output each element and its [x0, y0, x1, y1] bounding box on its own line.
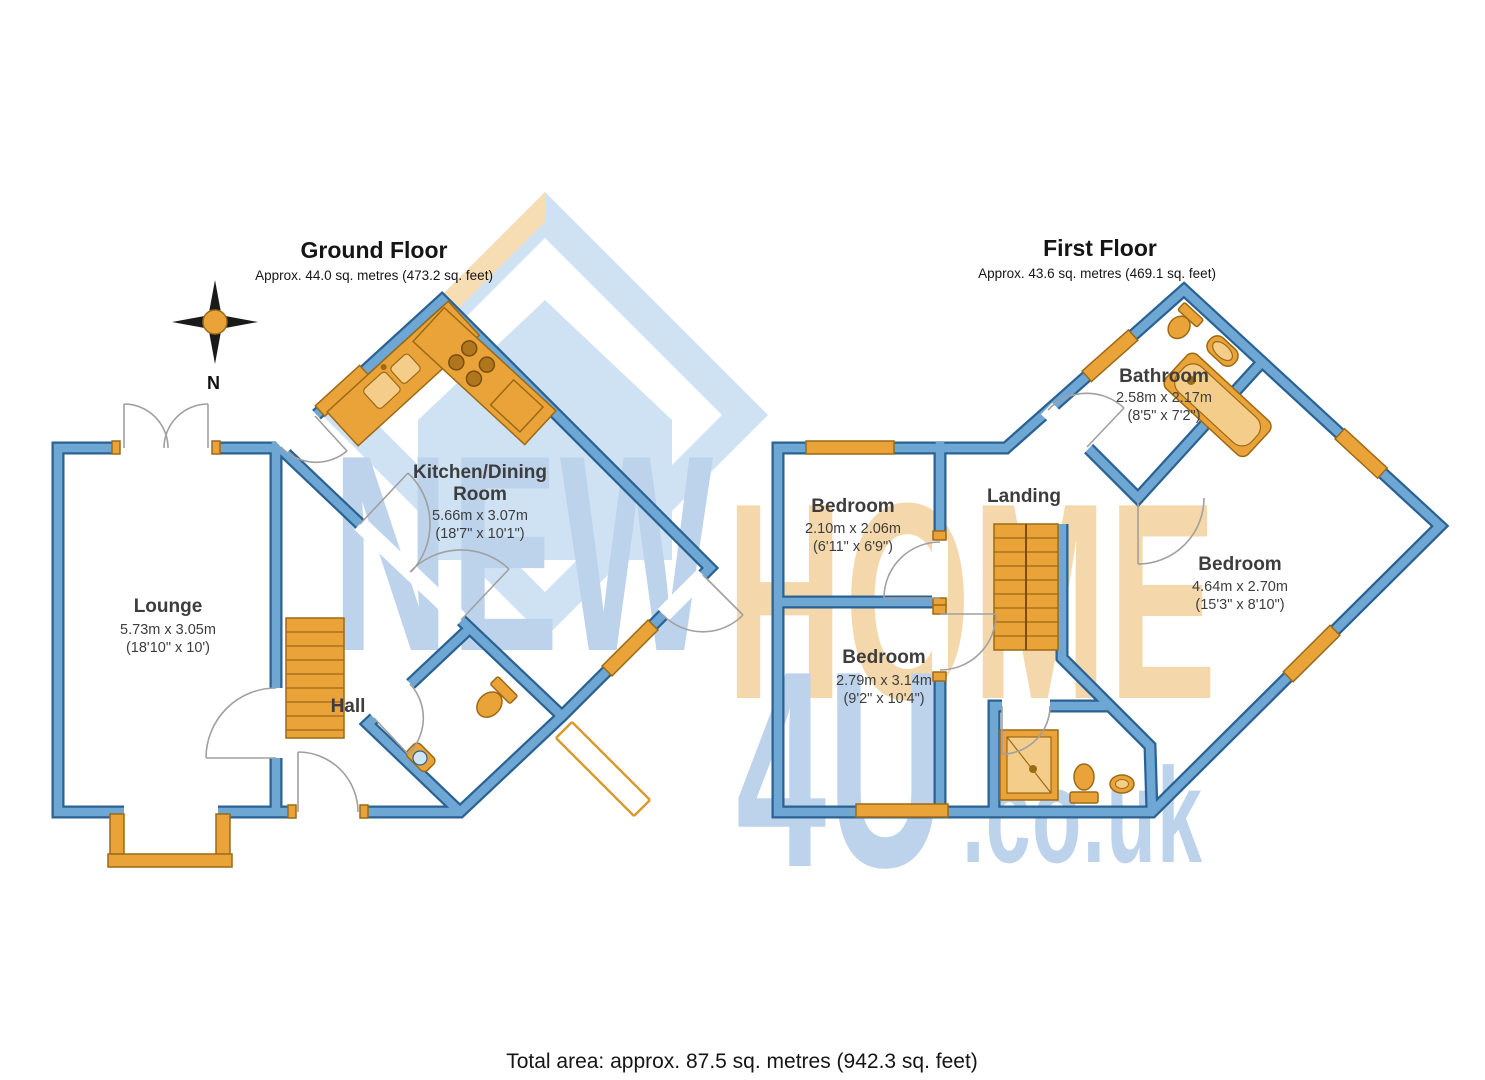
hob-icon: [478, 356, 496, 373]
bedroom-mid-dims-metric: 2.79m x 3.14m: [836, 673, 932, 689]
first-floor-subtitle: Approx. 43.6 sq. metres (469.1 sq. feet): [978, 266, 1216, 281]
ground-door-swings: [123, 403, 744, 813]
window-icon: [1333, 427, 1389, 480]
window-icon: [1081, 328, 1139, 383]
bay-window: [107, 813, 233, 868]
bedroom-large-dims-metric: 4.64m x 2.70m: [1192, 579, 1288, 595]
window-icon: [805, 440, 895, 455]
first-door-openings: [932, 402, 1094, 714]
kitchen-sink-icon: [363, 371, 401, 409]
window-icon: [1282, 624, 1341, 683]
door-jamb: [211, 440, 221, 455]
ground-floor-subtitle: Approx. 44.0 sq. metres (473.2 sq. feet): [255, 268, 493, 283]
first-door-swings: [883, 392, 1205, 755]
kitchen-dims-imperial: (18'7" x 10'1"): [435, 526, 524, 542]
first-floor-plan: [778, 290, 1440, 817]
bathroom-dims-imperial: (8'5" x 7'2"): [1127, 408, 1200, 424]
door-jamb: [359, 804, 369, 819]
hob-icon: [460, 340, 478, 357]
toilet-icon: [1167, 315, 1191, 340]
toilet-icon: [476, 676, 518, 718]
door-jamb: [932, 530, 947, 541]
first-windows: [805, 328, 1389, 818]
lounge-dims-imperial: (18'10" x 10'): [126, 640, 210, 656]
bedroom-small-dims-metric: 2.10m x 2.06m: [805, 521, 901, 537]
bedroom-large-dims-imperial: (15'3" x 8'10"): [1195, 597, 1284, 613]
oven-icon: [489, 378, 545, 434]
bathroom-fixtures: [1167, 302, 1239, 367]
stairs-icon: [285, 617, 345, 739]
kitchen-dims-metric: 5.66m x 3.07m: [432, 508, 528, 524]
toilet-icon: [1069, 763, 1099, 804]
kitchen-sink-icon: [390, 353, 421, 384]
window-icon: [601, 618, 660, 677]
lounge-name: Lounge: [134, 596, 203, 617]
total-area-label: Total area: approx. 87.5 sq. metres (942…: [506, 1050, 978, 1073]
sink-icon: [405, 742, 436, 773]
stairs-icon: [993, 523, 1059, 651]
kitchen-hob-run: [411, 306, 557, 446]
sink-icon: [1212, 341, 1233, 362]
door-jamb: [932, 604, 947, 615]
lounge-dims-metric: 5.73m x 3.05m: [120, 622, 216, 638]
shower-icon: [999, 729, 1059, 801]
bedroom-large-name: Bedroom: [1198, 554, 1281, 575]
hob-icon: [465, 370, 483, 387]
door-jamb: [932, 671, 947, 682]
bedroom-small-name: Bedroom: [811, 496, 894, 517]
window-icon: [855, 803, 949, 818]
labels: Ground Floor Approx. 44.0 sq. metres (47…: [120, 235, 1288, 1073]
bedroom-small-dims-imperial: (6'11" x 6'9"): [813, 539, 893, 555]
bathroom-name: Bathroom: [1119, 366, 1209, 387]
kitchen-name-line1: Kitchen/Dining: [413, 462, 547, 483]
bathtub-icon: [1163, 352, 1272, 458]
bedroom-mid-name: Bedroom: [842, 647, 925, 668]
watermark-word-4u: 4U: [736, 613, 946, 926]
sink-icon: [1109, 774, 1135, 794]
landing-name: Landing: [987, 486, 1061, 507]
hob-icon: [448, 354, 465, 371]
ground-windows: [111, 364, 660, 819]
first-floor-title: First Floor: [1043, 235, 1157, 261]
door-jamb: [287, 804, 297, 819]
door-jamb: [111, 440, 121, 455]
compass-rose: N: [172, 280, 258, 393]
tap-icon: [380, 364, 387, 371]
hall-name: Hall: [331, 696, 366, 717]
ground-floor-plan: N: [58, 280, 744, 868]
ground-floor-title: Ground Floor: [301, 237, 448, 263]
porch-canopy: [555, 721, 651, 817]
bathroom-dims-metric: 2.58m x 2.17m: [1116, 390, 1212, 406]
bedroom-mid-dims-imperial: (9'2" x 10'4"): [843, 691, 924, 707]
compass-north-label: N: [207, 373, 220, 393]
kitchen-name-line2: Room: [453, 484, 507, 505]
